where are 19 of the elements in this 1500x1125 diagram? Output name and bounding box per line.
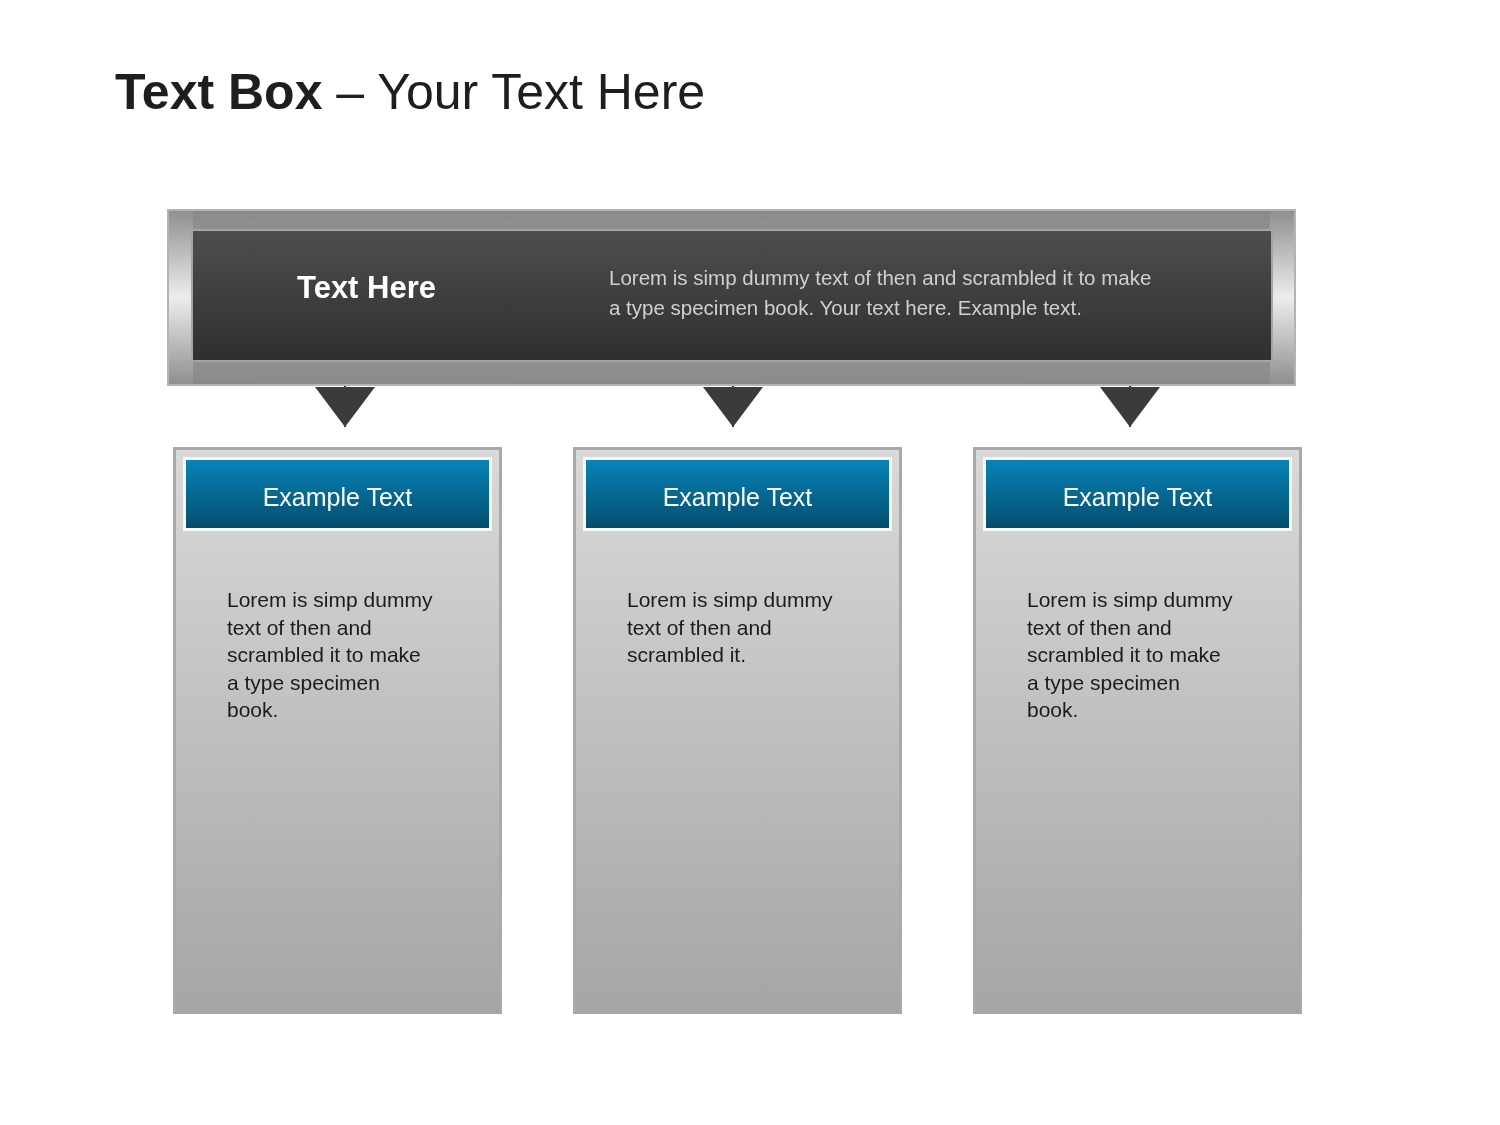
title: Text Box – Your Text Here: [115, 63, 706, 122]
arrow: [315, 385, 375, 428]
header-label: Example Text: [662, 482, 813, 513]
description-text: Lorem is simp dummy text of then and scrambled it to make a type specimen book. Your text here. Example text.: [609, 265, 1153, 321]
header-bar: [183, 457, 492, 531]
header-bar: [583, 457, 892, 531]
header-label: Example Text: [1062, 482, 1213, 513]
body-text: Lorem is simp dummy text of then and scrambled it.: [627, 587, 834, 668]
body-text: Lorem is simp dummy text of then and scrambled it to make a type specimen book.: [1027, 587, 1234, 723]
column-panel: [173, 447, 502, 1014]
column-panel: [973, 447, 1302, 1014]
header-bar: [983, 457, 1292, 531]
arrow: [1100, 385, 1160, 428]
arrow: [703, 385, 763, 428]
body-text: Lorem is simp dummy text of then and scrambled it to make a type specimen book.: [227, 587, 434, 723]
column-panel: [573, 447, 902, 1014]
header-label: Example Text: [262, 482, 413, 513]
frame-box: [167, 209, 1296, 386]
box-heading: Text Here: [297, 269, 436, 307]
